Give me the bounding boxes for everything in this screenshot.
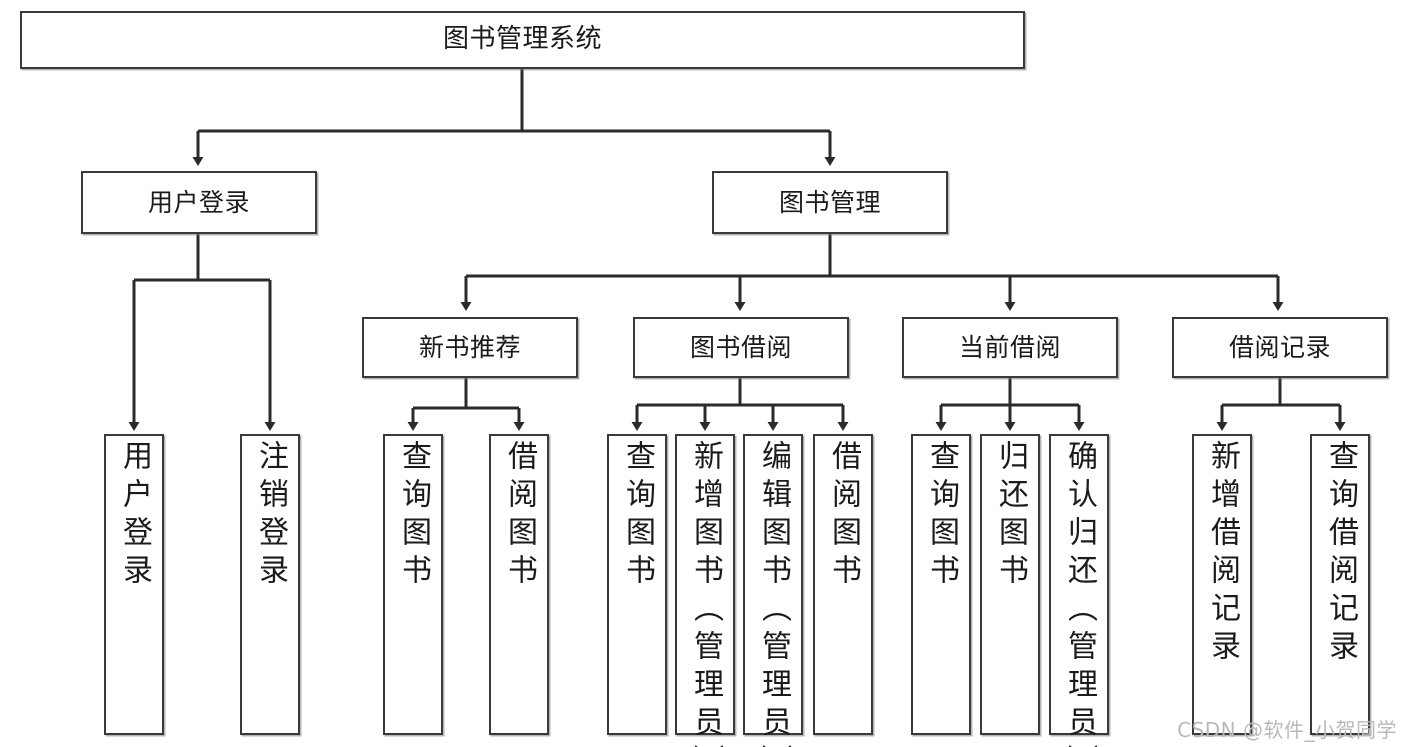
node-leaf-add-book[interactable]: 新增图书（管理员） <box>675 434 735 747</box>
node-leaf-borrow-book-2[interactable]: 借阅图书 <box>813 434 873 735</box>
node-leaf-query-book-2[interactable]: 查询图书 <box>607 434 667 735</box>
node-label: 查询图书 <box>924 440 959 592</box>
node-book-borrow[interactable]: 图书借阅 <box>633 317 849 378</box>
node-label: 新增图书（管理员） <box>688 440 723 747</box>
csdn-watermark: CSDN @软件_小贺同学 <box>1177 718 1397 742</box>
node-root-system[interactable]: 图书管理系统 <box>20 11 1025 69</box>
node-label: 图书管理系统 <box>442 24 602 55</box>
node-label: 归还图书 <box>993 440 1028 592</box>
node-leaf-query-book-1[interactable]: 查询图书 <box>383 434 443 735</box>
node-leaf-query-borrow-record[interactable]: 查询借阅记录 <box>1310 434 1370 735</box>
node-book-manage[interactable]: 图书管理 <box>712 171 948 234</box>
node-user-login[interactable]: 用户登录 <box>81 171 317 234</box>
node-leaf-edit-book[interactable]: 编辑图书（管理员） <box>743 434 803 747</box>
node-label: 借阅记录 <box>1228 332 1331 362</box>
node-leaf-logout[interactable]: 注销登录 <box>240 434 300 735</box>
node-label: 当前借阅 <box>958 332 1061 362</box>
node-leaf-borrow-book-1[interactable]: 借阅图书 <box>489 434 549 735</box>
node-label: 借阅图书 <box>826 440 861 592</box>
node-label: 图书管理 <box>778 187 881 217</box>
node-leaf-user-login[interactable]: 用户登录 <box>104 434 164 735</box>
node-leaf-query-book-3[interactable]: 查询图书 <box>911 434 971 735</box>
node-label: 查询借阅记录 <box>1323 440 1358 668</box>
node-label: 查询图书 <box>620 440 655 592</box>
node-leaf-confirm-return[interactable]: 确认归还（管理员） <box>1049 434 1109 747</box>
node-label: 用户登录 <box>117 440 152 592</box>
node-label: 注销登录 <box>253 440 288 592</box>
node-label: 新书推荐 <box>418 332 521 362</box>
node-label: 确认归还（管理员） <box>1062 440 1097 747</box>
node-label: 查询图书 <box>396 440 431 592</box>
node-label: 用户登录 <box>147 187 250 217</box>
node-label: 新增借阅记录 <box>1205 440 1240 668</box>
node-label: 图书借阅 <box>689 332 792 362</box>
node-leaf-add-borrow-record[interactable]: 新增借阅记录 <box>1192 434 1252 735</box>
node-new-book-recommend[interactable]: 新书推荐 <box>362 317 578 378</box>
node-leaf-return-book[interactable]: 归还图书 <box>980 434 1040 735</box>
node-current-borrow[interactable]: 当前借阅 <box>902 317 1118 378</box>
node-label: 编辑图书（管理员） <box>756 440 791 747</box>
node-label: 借阅图书 <box>502 440 537 592</box>
node-borrow-record[interactable]: 借阅记录 <box>1172 317 1388 378</box>
